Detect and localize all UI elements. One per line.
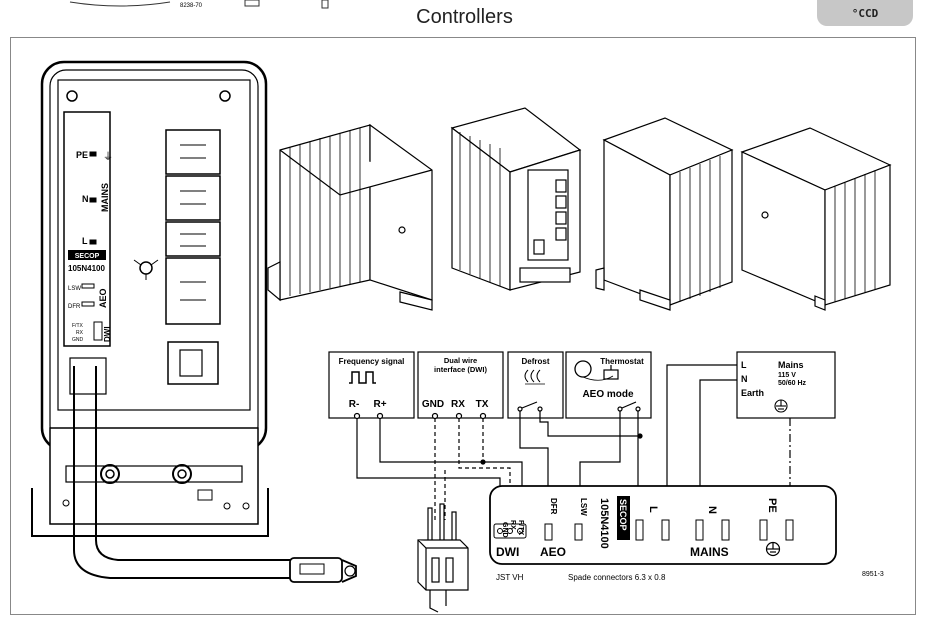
dwi-pin-rx: RX [451, 399, 465, 410]
mains-l-label: L [741, 360, 747, 370]
housing-1 [267, 123, 433, 311]
front-ftx-label: F/TX [72, 323, 83, 329]
spade-label: Spade connectors 6.3 x 0.8 [568, 573, 666, 582]
term-dfr: DFR [549, 498, 558, 515]
defrost-box [507, 351, 564, 419]
front-mains-label: MAINS [100, 183, 110, 212]
dwi-box [417, 351, 504, 419]
terminal-earth-icon [765, 541, 781, 557]
front-logo: SECOP [75, 253, 100, 260]
term-l: L [647, 506, 659, 513]
mains-earth-label: Earth [741, 388, 764, 398]
term-rx: RX [509, 520, 516, 530]
term-logo-bg [617, 496, 630, 540]
front-pe-label: PE [76, 150, 88, 160]
jst-connector [417, 503, 469, 613]
dwi-pin-gnd: GND [422, 399, 444, 410]
dwi-pin-tx: TX [476, 399, 489, 410]
front-l-label: L [82, 236, 88, 246]
terminal-sockets [493, 519, 794, 541]
housing-3 [595, 117, 734, 311]
front-aeo-label: AEO [98, 288, 108, 308]
housing-2 [450, 107, 582, 291]
aeo-mode-label: AEO mode [582, 389, 634, 400]
front-gnd-label: GND [72, 337, 84, 343]
dwi-title-1: Dual wire [444, 356, 477, 365]
front-n-label: N [82, 194, 89, 204]
top-crop-label: 8238-70 [180, 3, 203, 9]
diagram-frame [10, 37, 916, 615]
housing-4 [740, 127, 892, 311]
controller-front-view [31, 60, 357, 583]
freq-pin-r-plus: R+ [373, 399, 386, 410]
earth-symbol-front: ⏚ [103, 151, 113, 163]
mains-frequency: 50/60 Hz [778, 380, 807, 387]
mains-box [736, 351, 836, 419]
wiring-lines [353, 364, 791, 520]
front-dwi-label: DWI [103, 326, 112, 342]
doc-id: 8951-3 [862, 571, 884, 578]
term-dwi: DWI [496, 545, 519, 559]
term-gnd: GND [501, 522, 508, 538]
jst-label: JST VH [496, 573, 524, 582]
page-title: Controllers [416, 6, 513, 28]
thermostat-title: Thermostat [600, 357, 644, 366]
mains-n-label: N [741, 374, 748, 384]
housing-views [267, 107, 892, 311]
dwi-title-2: interface (DWI) [434, 365, 487, 374]
defrost-title: Defrost [521, 357, 549, 366]
frequency-title: Frequency signal [339, 357, 405, 366]
front-lsw-label: LSW [68, 286, 81, 292]
term-logo: SECOP [618, 499, 628, 531]
freq-pin-r-minus: R- [349, 399, 360, 410]
front-logo-bg [68, 250, 106, 260]
mains-voltage: 115 V [778, 372, 796, 379]
front-rx-label: RX [76, 330, 84, 336]
term-pe: PE [766, 498, 778, 513]
term-ftx: F/TX [517, 520, 524, 535]
term-n: N [706, 506, 718, 514]
mains-title: Mains [778, 360, 804, 370]
term-aeo: AEO [540, 545, 566, 559]
signal-boxes [328, 351, 836, 419]
brand-tag: °CCD [817, 0, 913, 26]
term-lsw: LSW [579, 498, 588, 516]
top-crop-parts [69, 0, 329, 9]
frequency-box [328, 351, 415, 419]
front-model: 105N4100 [68, 264, 105, 273]
term-model: 105N4100 [598, 498, 610, 549]
front-dfr-label: DFR [68, 304, 81, 310]
mains-earth-icon [774, 399, 788, 413]
term-mains: MAINS [690, 545, 729, 559]
